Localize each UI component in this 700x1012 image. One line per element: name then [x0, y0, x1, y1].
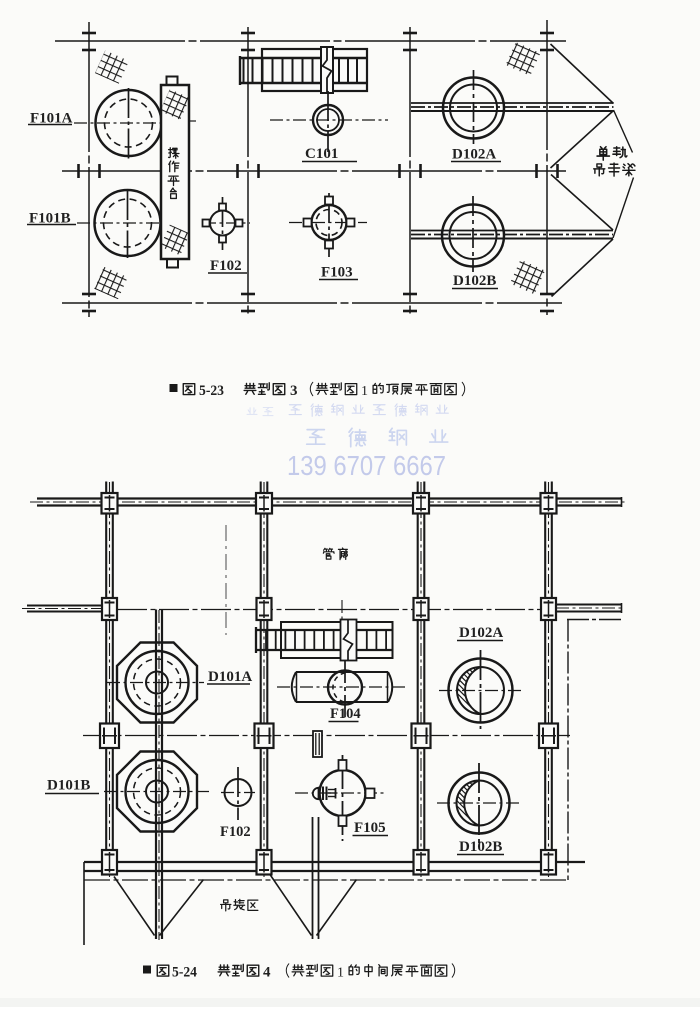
svg-text:D102B: D102B: [459, 839, 502, 855]
svg-text:F104: F104: [330, 706, 361, 722]
svg-text:4: 4: [263, 965, 271, 981]
svg-text:D102A: D102A: [459, 625, 503, 641]
svg-text:F105: F105: [354, 820, 386, 836]
svg-text:5-23: 5-23: [199, 383, 224, 399]
svg-text:D102A: D102A: [452, 147, 496, 163]
svg-text:D102B: D102B: [453, 273, 496, 289]
svg-text:F101A: F101A: [30, 111, 73, 127]
svg-text:1: 1: [361, 384, 368, 399]
svg-text:C101: C101: [305, 146, 338, 162]
svg-text:5-24: 5-24: [172, 965, 197, 981]
svg-text:139 6707 6667: 139 6707 6667: [287, 450, 446, 481]
svg-text:F101B: F101B: [29, 211, 71, 227]
svg-text:F103: F103: [321, 265, 353, 281]
svg-text:1: 1: [337, 966, 344, 981]
svg-text:D101A: D101A: [208, 669, 252, 685]
svg-text:F102: F102: [210, 258, 242, 274]
svg-text:F102: F102: [220, 824, 251, 840]
svg-text:3: 3: [290, 383, 298, 399]
svg-text:D101B: D101B: [47, 778, 90, 794]
